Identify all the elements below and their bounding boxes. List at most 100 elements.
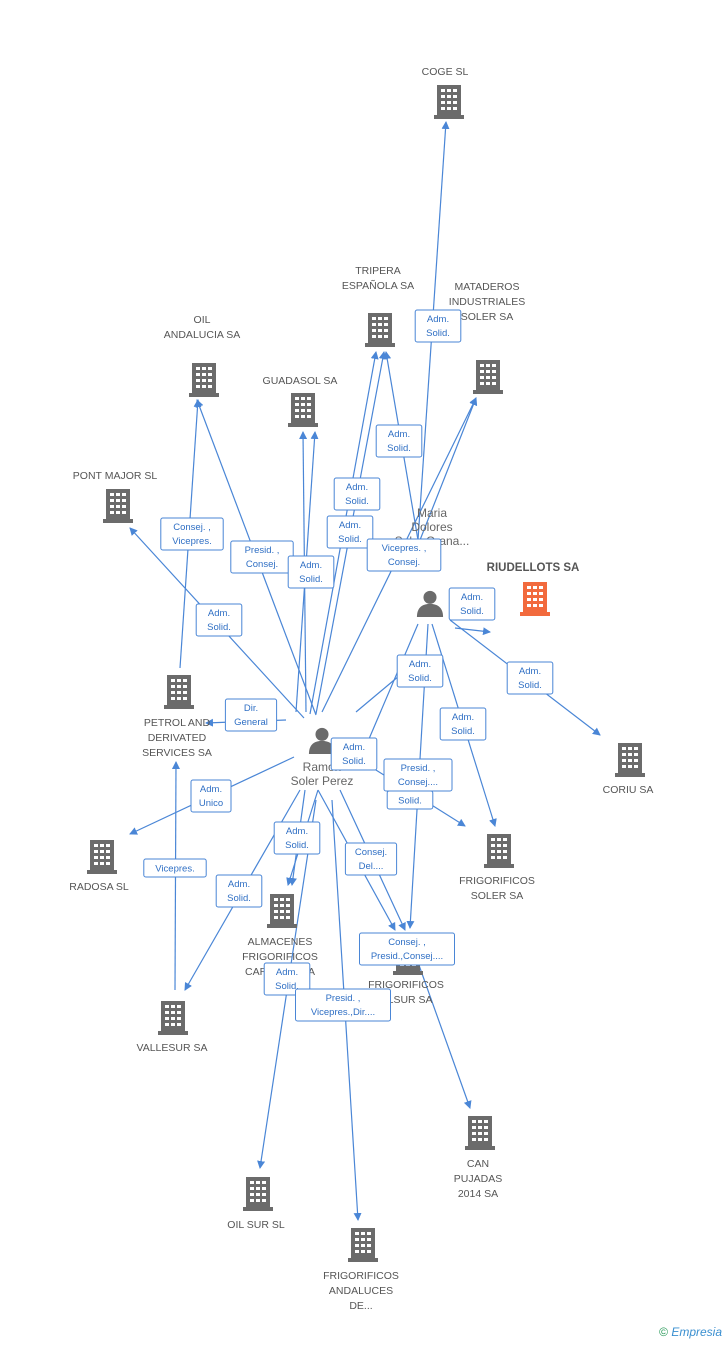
relation-label-r3[interactable]: Adm.Solid. bbox=[333, 477, 381, 511]
relation-label-r24[interactable]: Adm.Solid. bbox=[263, 962, 311, 996]
relation-label-r6[interactable]: Consej. ,Vicepres. bbox=[160, 517, 224, 551]
edge-15 bbox=[454, 627, 491, 636]
relation-text: Presid.,Consej.... bbox=[371, 951, 443, 962]
relation-text: Solid. bbox=[342, 756, 366, 767]
relation-text: Solid. bbox=[426, 328, 450, 339]
node-label: OLSUR SA bbox=[379, 994, 432, 1006]
node-label: ANDALUCIA SA bbox=[164, 329, 240, 341]
footer-brand[interactable]: © Empresia bbox=[659, 1325, 722, 1339]
relation-label-r11[interactable]: Adm.Solid. bbox=[396, 654, 444, 688]
relation-label-r9[interactable]: Adm.Solid. bbox=[195, 603, 243, 637]
relation-box bbox=[295, 988, 391, 1022]
relation-label-r21[interactable]: Vicepres. bbox=[143, 858, 207, 878]
building-icon bbox=[365, 313, 395, 347]
relation-text: Presid. , bbox=[326, 993, 361, 1004]
building-icon bbox=[484, 834, 514, 868]
relation-text: Consej. bbox=[388, 557, 420, 568]
relation-box bbox=[143, 858, 207, 878]
node-label: INDUSTRIALES bbox=[449, 296, 525, 308]
node-label: FRIGORIFICOS bbox=[323, 1270, 399, 1282]
relation-label-r19[interactable]: Adm.Solid. bbox=[273, 821, 321, 855]
building-icon bbox=[189, 363, 219, 397]
relation-text: Solid. bbox=[387, 443, 411, 454]
relation-text: Consej. bbox=[355, 847, 387, 858]
relation-text: Solid. bbox=[207, 622, 231, 633]
relation-label-r10[interactable]: Adm.Solid. bbox=[448, 587, 496, 621]
relation-label-r1[interactable]: Adm.Solid. bbox=[414, 309, 462, 343]
relation-box bbox=[333, 477, 381, 511]
building-icon bbox=[288, 393, 318, 427]
relation-text: Dir. bbox=[244, 703, 258, 714]
relation-text: Adm. bbox=[346, 482, 368, 493]
relation-text: Vicepres. , bbox=[382, 543, 427, 554]
relation-box bbox=[359, 932, 455, 966]
relation-label-r22[interactable]: Adm.Solid. bbox=[215, 874, 263, 908]
relation-label-r16[interactable]: Presid. ,Consej.... bbox=[383, 758, 453, 792]
relation-label-r13[interactable]: Dir. General bbox=[224, 698, 278, 732]
relation-text: Solid. bbox=[398, 796, 422, 807]
relation-label-r5[interactable]: Vicepres. , Consej. bbox=[366, 538, 442, 572]
node-label: PONT MAJOR SL bbox=[73, 470, 158, 482]
relation-box bbox=[287, 555, 335, 589]
relation-text: Del.... bbox=[359, 861, 384, 872]
building-icon bbox=[520, 582, 550, 616]
node-label: ALMACENES bbox=[248, 936, 313, 948]
relation-label-r8[interactable]: Adm.Solid. bbox=[287, 555, 335, 589]
relation-text: Solid. bbox=[460, 606, 484, 617]
node-frig-olsur[interactable]: FRIGORIFICOS OLSUR SA bbox=[368, 941, 444, 1006]
relation-label-r2[interactable]: Adm.Solid. bbox=[375, 424, 423, 458]
relation-label-r4[interactable]: Adm.Solid. bbox=[326, 515, 374, 549]
node-label: FRIGORIFICOS bbox=[459, 875, 535, 887]
relation-label-r7[interactable]: Presid. ,Consej. bbox=[230, 540, 294, 574]
node-coriu[interactable]: CORIU SA bbox=[603, 743, 654, 796]
node-label: CAN bbox=[467, 1158, 489, 1170]
relation-box bbox=[386, 790, 434, 810]
relation-box bbox=[344, 842, 398, 876]
node-label: Dolores bbox=[411, 520, 452, 534]
node-guadasol[interactable]: GUADASOL SA bbox=[263, 375, 338, 427]
relation-label-r14[interactable]: Adm.Solid. bbox=[439, 707, 487, 741]
relation-label-r17[interactable]: Solid. bbox=[386, 790, 434, 810]
relation-label-r18[interactable]: Adm.Unico bbox=[190, 779, 232, 813]
node-label: RIUDELLOTS SA bbox=[487, 562, 580, 574]
node-label: FRIGORIFICOS bbox=[368, 979, 444, 991]
node-riudellots[interactable]: RIUDELLOTS SA bbox=[487, 562, 580, 616]
relation-text: General bbox=[234, 717, 268, 728]
relation-text: Solid. bbox=[408, 673, 432, 684]
relation-text: Solid. bbox=[299, 574, 323, 585]
relation-box bbox=[330, 737, 378, 771]
relation-text: Presid. , bbox=[401, 763, 436, 774]
node-radosa[interactable]: RADOSA SL bbox=[69, 840, 129, 893]
node-label: SERVICES SA bbox=[142, 747, 212, 759]
relation-label-r20[interactable]: Consej. Del.... bbox=[344, 842, 398, 876]
relation-text: Presid. , bbox=[245, 545, 280, 556]
relation-text: Vicepres. bbox=[155, 864, 194, 875]
building-icon bbox=[103, 489, 133, 523]
relation-label-r23[interactable]: Consej. ,Presid.,Consej.... bbox=[359, 932, 455, 966]
relation-label-r25[interactable]: Presid. , Vicepres.,Dir.... bbox=[295, 988, 391, 1022]
node-coge[interactable]: COGE SL bbox=[422, 66, 469, 119]
node-oil-sur[interactable]: OIL SUR SL bbox=[227, 1177, 285, 1231]
relation-text: Vicepres.,Dir.... bbox=[311, 1007, 375, 1018]
node-label: ANDALUCES bbox=[329, 1285, 393, 1297]
relation-box bbox=[215, 874, 263, 908]
relation-label-r12[interactable]: Adm.Solid. bbox=[506, 661, 554, 695]
relations-layer: Adm.Solid.Adm.Solid.Adm.Solid.Adm.Solid.… bbox=[143, 309, 554, 1022]
node-frig-andaluces[interactable]: FRIGORIFICOS ANDALUCES DE... bbox=[323, 1228, 399, 1312]
node-label: DE... bbox=[349, 1300, 372, 1312]
relation-box bbox=[366, 538, 442, 572]
node-vallesur[interactable]: VALLESUR SA bbox=[136, 1001, 208, 1054]
relation-box bbox=[414, 309, 462, 343]
relation-label-r15[interactable]: Adm.Solid. bbox=[330, 737, 378, 771]
node-pont-major[interactable]: PONT MAJOR SL bbox=[73, 470, 158, 523]
node-label: MATADEROS bbox=[455, 281, 520, 293]
node-label: DERIVATED bbox=[148, 732, 207, 744]
